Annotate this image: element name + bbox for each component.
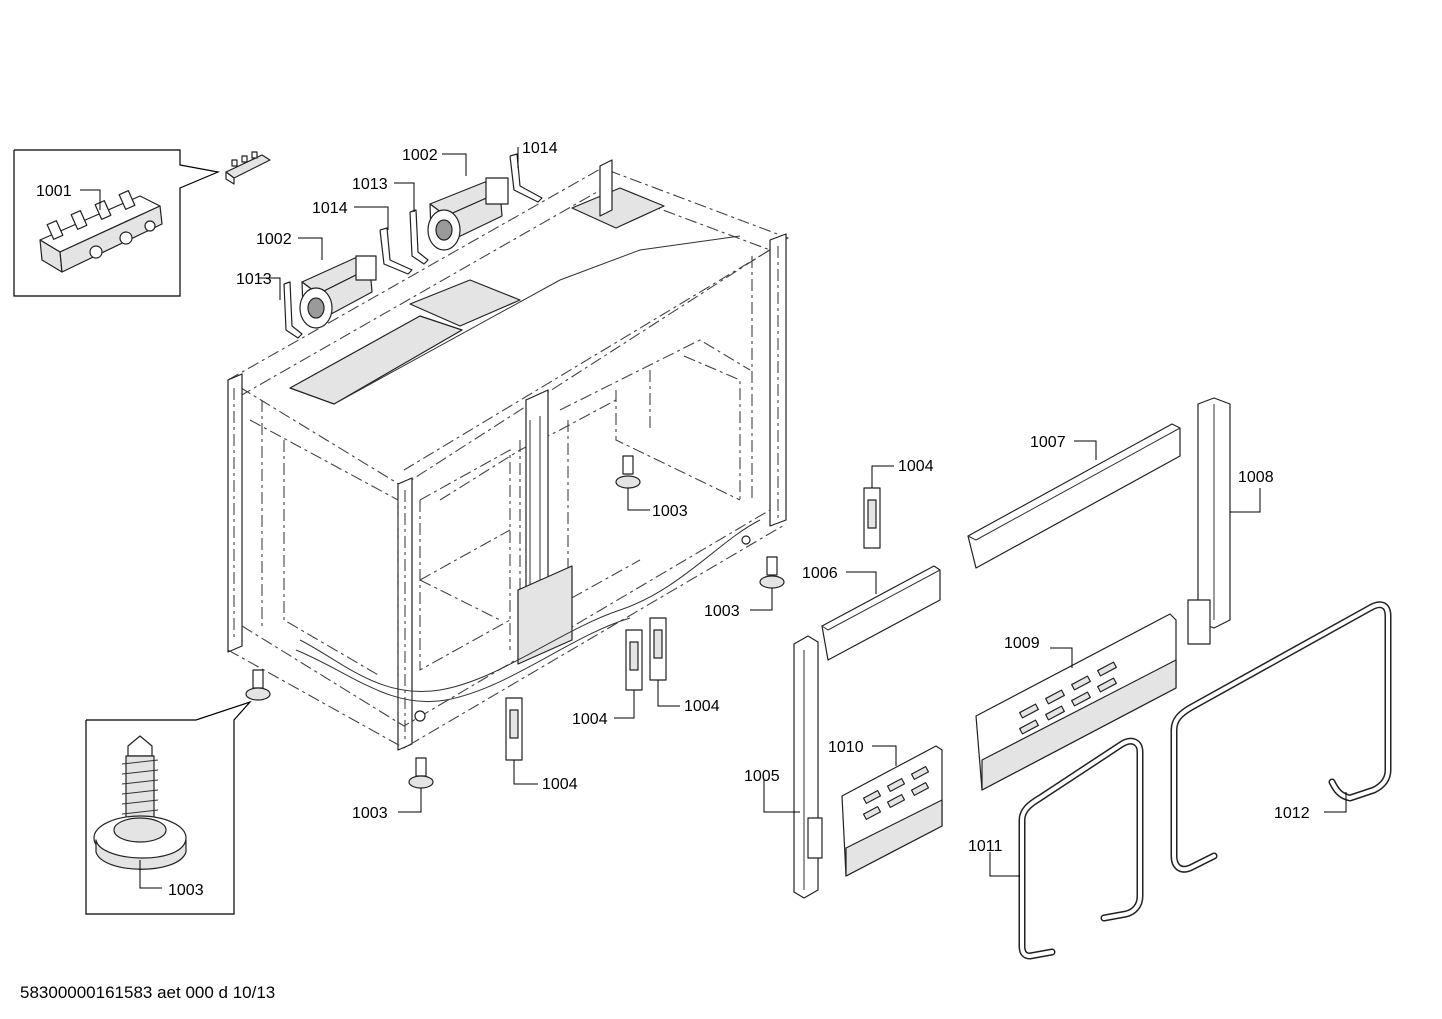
leveling-foot-1003-d bbox=[245, 669, 271, 701]
document-footer: 58300000161583 aet 000 d 10/13 bbox=[20, 983, 275, 1002]
callout-1003-center: 1003 bbox=[652, 503, 688, 520]
side-strip-1008 bbox=[1187, 397, 1261, 645]
fan-motor-1002-right bbox=[427, 177, 509, 251]
callout-1012: 1012 bbox=[1274, 805, 1310, 822]
callout-1013-left: 1013 bbox=[236, 271, 272, 288]
callout-1007: 1007 bbox=[1030, 434, 1066, 451]
callout-1003-bottom: 1003 bbox=[352, 805, 388, 822]
detail-box-1003: 1003 bbox=[85, 700, 252, 915]
hinge-1004-mid-right bbox=[649, 617, 680, 707]
leveling-foot-1003-c bbox=[398, 757, 434, 813]
callout-1003-right: 1003 bbox=[704, 603, 740, 620]
callout-1010: 1010 bbox=[828, 739, 864, 756]
callout-1006: 1006 bbox=[802, 565, 838, 582]
side-strip-1005 bbox=[763, 635, 823, 899]
callout-1005: 1005 bbox=[744, 768, 780, 785]
callout-1013-top: 1013 bbox=[352, 176, 388, 193]
callout-1004-mid-right: 1004 bbox=[684, 698, 720, 715]
callout-1011: 1011 bbox=[968, 838, 1003, 855]
callout-1004-mid-left: 1004 bbox=[572, 711, 608, 728]
callout-1002-left: 1002 bbox=[256, 231, 292, 248]
hinge-1004-top bbox=[863, 465, 894, 549]
connector-1001-part bbox=[39, 190, 163, 273]
panel-1009 bbox=[975, 613, 1177, 791]
foot-1003-enlarged bbox=[93, 735, 187, 870]
callout-1003-detail: 1003 bbox=[168, 882, 204, 899]
detail-box-1001: 1001 bbox=[13, 149, 271, 297]
callout-1008: 1008 bbox=[1238, 469, 1274, 486]
callout-1009: 1009 bbox=[1004, 635, 1040, 652]
bracket-1014-left bbox=[379, 227, 413, 275]
bracket-1013-left bbox=[283, 281, 303, 339]
connector-small-part bbox=[225, 151, 271, 185]
bracket-1014-right bbox=[509, 153, 543, 203]
handle-tube-1011 bbox=[989, 737, 1144, 960]
bracket-1013-right bbox=[409, 209, 429, 265]
fan-motor-1002-left bbox=[299, 255, 377, 329]
callout-1014-top: 1014 bbox=[522, 140, 558, 157]
top-rail-1006 bbox=[821, 565, 941, 661]
panel-1010 bbox=[841, 745, 943, 877]
leveling-foot-1003-b bbox=[750, 556, 785, 611]
leveling-foot-1003-a bbox=[615, 455, 650, 511]
handle-tube-1012 bbox=[1170, 601, 1392, 873]
hinge-1004-bottom bbox=[505, 697, 538, 785]
callout-1014-left: 1014 bbox=[312, 200, 348, 217]
hinge-1004-mid-left bbox=[614, 629, 643, 719]
callout-1001: 1001 bbox=[36, 183, 72, 200]
callout-1004-bottom: 1004 bbox=[542, 776, 578, 793]
callout-1004-top: 1004 bbox=[898, 458, 934, 475]
callout-1002-top: 1002 bbox=[402, 147, 438, 164]
oven-frame-assembly bbox=[227, 159, 790, 751]
top-rail-1007 bbox=[967, 423, 1181, 569]
